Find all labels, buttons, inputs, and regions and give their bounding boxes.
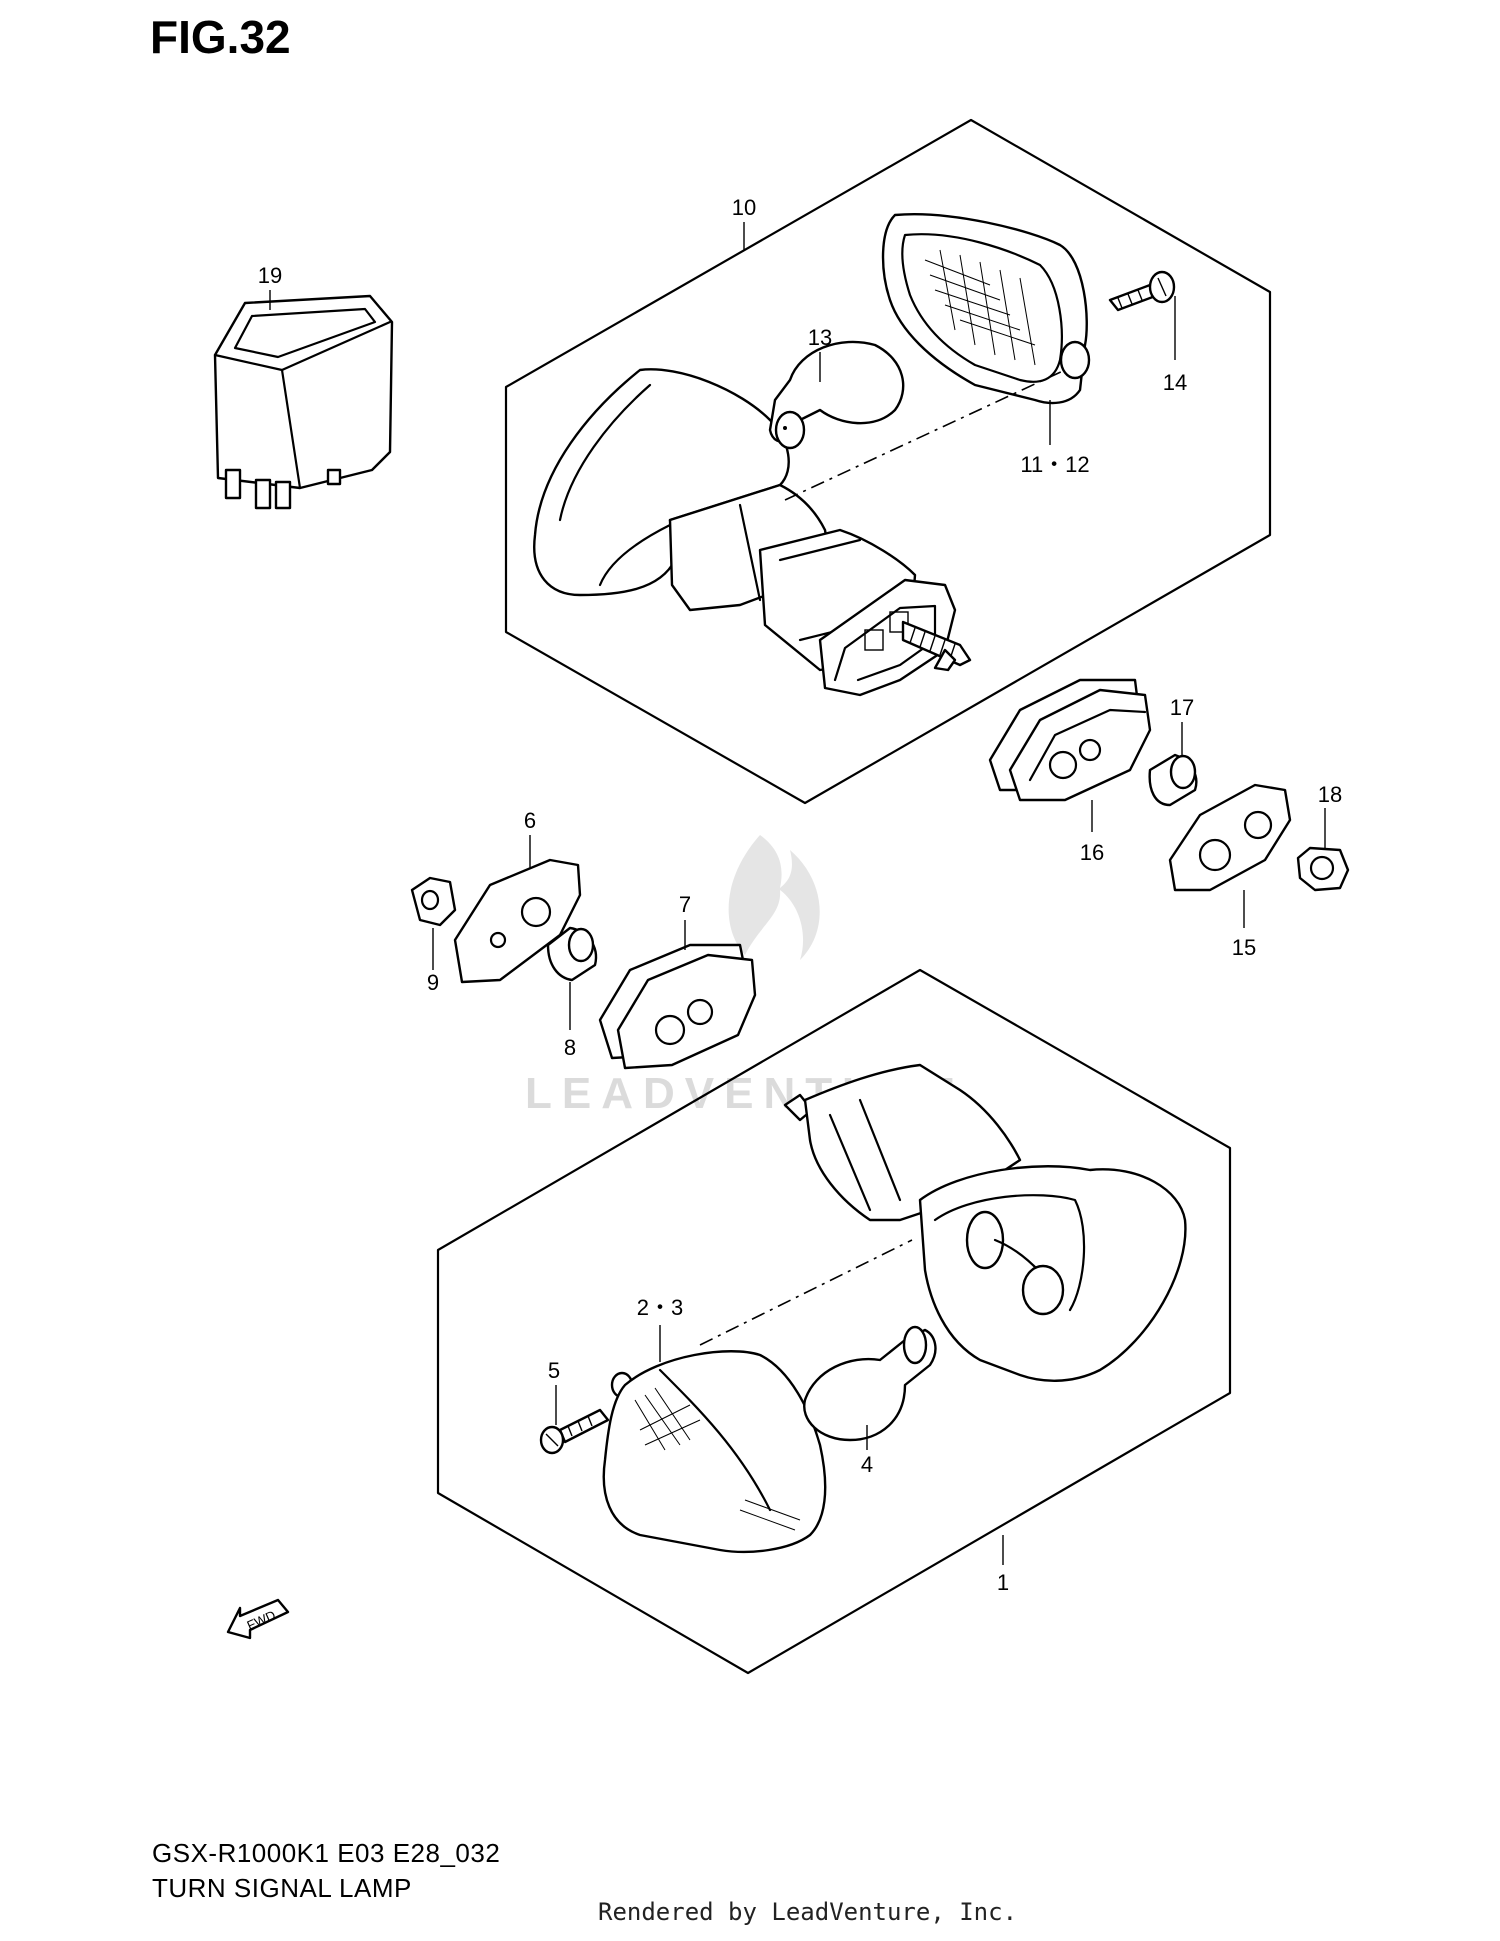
rendered-by: Rendered by LeadVenture, Inc. bbox=[598, 1898, 1018, 1926]
callout-leaders bbox=[269, 222, 1326, 1565]
callout-13: 13 bbox=[808, 325, 832, 350]
callout-4: 4 bbox=[861, 1452, 873, 1477]
callout-10: 10 bbox=[732, 195, 756, 220]
cushion-part-16[interactable] bbox=[988, 678, 1152, 802]
section-name: TURN SIGNAL LAMP bbox=[152, 1873, 412, 1903]
callout-1: 1 bbox=[997, 1570, 1009, 1595]
collar-part-17[interactable] bbox=[1148, 753, 1198, 807]
turn-signal-housing-part-1[interactable] bbox=[783, 1063, 1187, 1382]
lens-part-11-12[interactable] bbox=[881, 213, 1091, 405]
figure-title: FIG.32 bbox=[150, 11, 291, 63]
callout-7: 7 bbox=[679, 892, 691, 917]
bulb-part-4[interactable] bbox=[803, 1325, 937, 1442]
screw-part-14[interactable] bbox=[1108, 270, 1176, 312]
callout-16: 16 bbox=[1080, 840, 1104, 865]
nut-part-9[interactable] bbox=[410, 876, 457, 927]
callout-11-12: 11・12 bbox=[1020, 452, 1089, 477]
assembly-box-front-signal bbox=[436, 968, 1232, 1675]
lens-part-2-3[interactable] bbox=[602, 1350, 827, 1553]
cushion-part-7[interactable] bbox=[598, 943, 757, 1070]
assembly-line-upper bbox=[784, 369, 1066, 501]
plate-part-15[interactable] bbox=[1168, 783, 1292, 892]
callout-9: 9 bbox=[427, 970, 439, 995]
callout-6: 6 bbox=[524, 808, 536, 833]
forward-direction-arrow: FWD bbox=[226, 1598, 290, 1640]
relay-part-19[interactable] bbox=[213, 294, 394, 510]
nut-part-18[interactable] bbox=[1296, 846, 1350, 892]
callout-14: 14 bbox=[1163, 370, 1187, 395]
callout-15: 15 bbox=[1232, 935, 1256, 960]
collar-part-8[interactable] bbox=[546, 926, 598, 982]
callout-2-3: 2・3 bbox=[637, 1295, 683, 1320]
screw-part-5[interactable] bbox=[539, 1408, 610, 1455]
callout-5: 5 bbox=[548, 1358, 560, 1383]
model-code: GSX-R1000K1 E03 E28_032 bbox=[152, 1838, 501, 1868]
bulb-part-13[interactable] bbox=[768, 340, 905, 450]
callout-8: 8 bbox=[564, 1035, 576, 1060]
turn-signal-housing-part-10[interactable] bbox=[533, 368, 972, 697]
callout-18: 18 bbox=[1318, 782, 1342, 807]
callout-19: 19 bbox=[258, 263, 282, 288]
assembly-line-lower bbox=[699, 1239, 913, 1346]
assembly-box-rear-signal bbox=[504, 118, 1272, 805]
callout-17: 17 bbox=[1170, 695, 1194, 720]
plate-part-6[interactable] bbox=[453, 858, 582, 984]
